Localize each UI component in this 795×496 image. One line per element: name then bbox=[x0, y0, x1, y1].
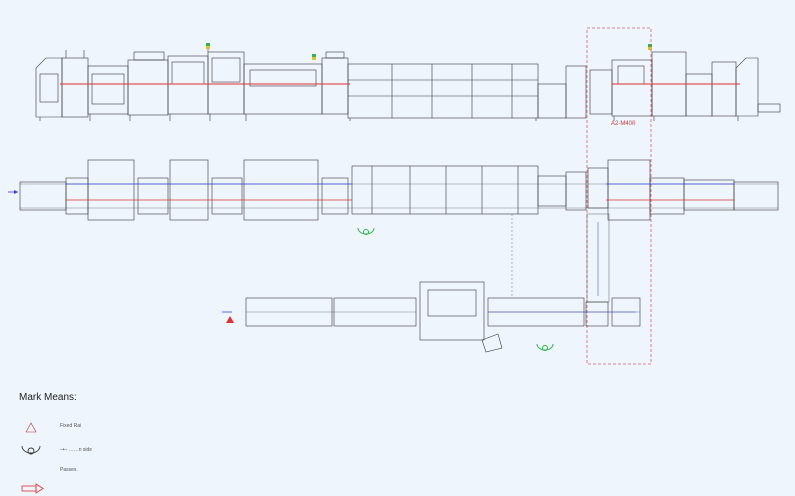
module-label: A2-M400 bbox=[611, 121, 636, 127]
operator-icon bbox=[21, 445, 41, 455]
plan-view bbox=[8, 159, 779, 303]
operator-icon bbox=[357, 227, 375, 235]
lower-line-view bbox=[222, 281, 641, 353]
elevation-view bbox=[35, 43, 781, 121]
triangle-icon bbox=[25, 422, 37, 433]
signal-tower-icon bbox=[206, 43, 652, 60]
legend-icons bbox=[21, 422, 44, 494]
operator-icon bbox=[536, 343, 554, 351]
arrow-icon bbox=[21, 483, 44, 494]
legend-item-label: Fixed Rai bbox=[60, 423, 82, 429]
machine-legs bbox=[39, 114, 739, 121]
fixed-rail-marker bbox=[222, 311, 234, 323]
legend-title: Mark Means: bbox=[19, 392, 77, 403]
module-frame bbox=[586, 27, 652, 365]
legend-item-label: –•– ……n side bbox=[60, 447, 93, 453]
legend-item-label: Passes․ bbox=[60, 467, 79, 473]
